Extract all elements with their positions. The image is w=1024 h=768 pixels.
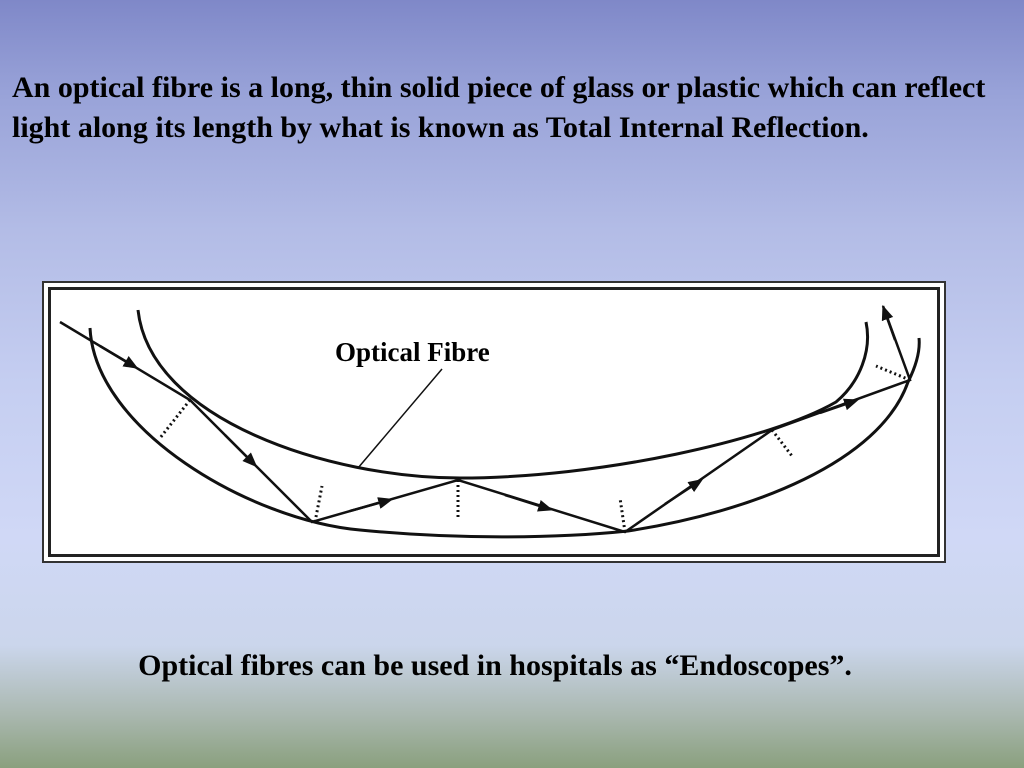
- fibre-inner-wall: [136, 309, 869, 480]
- normal-lines: [158, 364, 911, 533]
- ray-arrow-1: [99, 344, 139, 369]
- ray-arrow-5: [664, 478, 704, 506]
- endoscope-caption: Optical fibres can be used in hospitals …: [138, 649, 852, 682]
- fibre-outer-wall: [88, 327, 921, 539]
- ray-arrow-6: [819, 398, 860, 415]
- optical-fibre-label: Optical Fibre: [335, 337, 490, 367]
- intro-paragraph: An optical fibre is a long, thin solid p…: [12, 71, 986, 144]
- ray-arrow-4: [504, 493, 554, 512]
- ray-arrow-3: [349, 497, 394, 513]
- ray-arrow-7: [881, 304, 897, 341]
- ray-arrow-2: [224, 434, 258, 468]
- label-pointer-line: [357, 368, 443, 469]
